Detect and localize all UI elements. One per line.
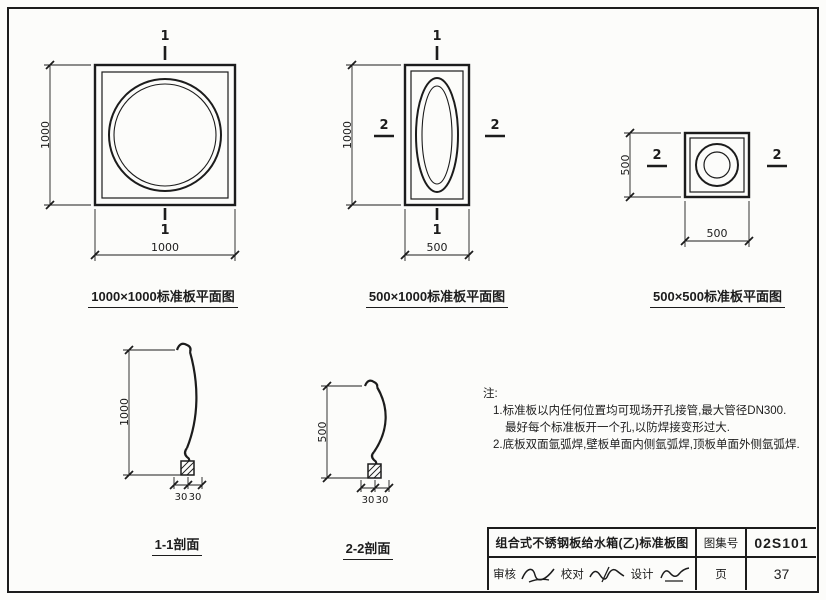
dimension-bottom-lines bbox=[360, 480, 390, 492]
dimension-bottom-lines bbox=[94, 209, 236, 261]
dim-bottom-text: 1000 bbox=[151, 241, 179, 254]
panel-dome-inner bbox=[421, 85, 453, 185]
panel-outer-edge bbox=[403, 63, 471, 207]
profile-top-curl bbox=[363, 379, 379, 388]
panel-dome-outer bbox=[108, 78, 222, 192]
panel-dome-outer bbox=[695, 143, 739, 187]
title-block-divider bbox=[745, 527, 747, 590]
note-item-continued: 最好每个标准板开一个孔,以防焊接变形过大. bbox=[505, 422, 730, 434]
dimension-bottom-lines bbox=[404, 209, 470, 261]
panel-dome-inner bbox=[113, 83, 217, 187]
dimension-ticks bbox=[322, 381, 332, 483]
sheet-border-frame bbox=[7, 7, 819, 593]
section-2-2-drawing: 500 30 30 bbox=[316, 379, 394, 506]
dim-bottom-text: 500 bbox=[427, 241, 448, 254]
plan1-caption: 1000×1000标准板平面图 bbox=[63, 286, 263, 308]
design-label: 设计 bbox=[630, 569, 654, 581]
approval-row: 审核 校对 设计 bbox=[489, 558, 695, 590]
dim-bottom-text: 500 bbox=[707, 227, 728, 240]
panel-outer-edge bbox=[93, 63, 237, 207]
atlas-number-label: 图集号 bbox=[703, 537, 739, 550]
panel-dome-inner bbox=[703, 151, 731, 179]
profile-top-curl bbox=[175, 342, 192, 353]
review-label: 审核 bbox=[493, 569, 516, 581]
dimension-ticks bbox=[356, 483, 394, 493]
dimension-ticks bbox=[347, 60, 357, 210]
panel-inner-rib bbox=[410, 70, 464, 200]
dimension-ticks bbox=[169, 480, 207, 490]
dimension-ticks bbox=[400, 250, 474, 260]
page-label: 页 bbox=[715, 569, 727, 581]
check-signature bbox=[589, 566, 625, 583]
section-mark-left-label: 2 bbox=[652, 148, 661, 163]
dimension-ticks bbox=[45, 60, 55, 210]
profile-bottom-curl bbox=[183, 447, 191, 462]
dimension-ticks bbox=[124, 345, 134, 480]
dim-flange-text: 30 bbox=[362, 495, 375, 506]
page-number: 37 bbox=[773, 566, 790, 582]
check-label: 校对 bbox=[560, 569, 584, 581]
dim-left-text: 500 bbox=[316, 422, 329, 443]
dimension-left-lines bbox=[123, 349, 181, 476]
panel-dome-outer bbox=[415, 77, 459, 193]
dimension-ticks bbox=[625, 128, 635, 202]
title-block-left-border bbox=[487, 527, 489, 590]
dim-flange-text: 30 bbox=[376, 495, 389, 506]
flange-hatch bbox=[180, 460, 195, 476]
panel-inner-rib bbox=[101, 71, 229, 199]
dimension-left-lines bbox=[346, 64, 401, 206]
section-mark-right-label: 2 bbox=[772, 148, 781, 163]
section2-caption: 2-2剖面 bbox=[308, 538, 428, 560]
title-block-top-border bbox=[487, 527, 816, 529]
flange-hatch bbox=[367, 463, 382, 479]
dim-left-text: 1000 bbox=[39, 121, 52, 149]
review-signature bbox=[521, 568, 555, 583]
atlas-number-value: 02S101 bbox=[754, 534, 809, 551]
plan-1000x1000-drawing: 1 1 1000 1000 bbox=[39, 29, 240, 261]
dimension-left-lines bbox=[44, 64, 91, 206]
dimension-bottom-lines bbox=[684, 201, 750, 247]
plan2-caption: 500×1000标准板平面图 bbox=[337, 286, 537, 308]
plan3-caption: 500×500标准板平面图 bbox=[610, 286, 825, 308]
plan-500x500-drawing: 2 2 500 500 bbox=[619, 128, 787, 247]
profile-wall bbox=[373, 386, 387, 453]
section-mark-right-label: 2 bbox=[490, 118, 499, 133]
dim-left-text: 1000 bbox=[341, 121, 354, 149]
plan-500x1000-drawing: 1 1 2 2 1000 500 bbox=[341, 29, 505, 261]
dimension-ticks bbox=[90, 250, 240, 260]
panel-inner-rib bbox=[689, 137, 745, 193]
panel-outer-edge bbox=[683, 131, 751, 199]
section-mark-top-label: 1 bbox=[160, 29, 169, 44]
dim-flange-text: 30 bbox=[175, 492, 188, 503]
notes-title: 注: bbox=[483, 388, 498, 400]
title-block-divider bbox=[695, 527, 697, 590]
dim-left-text: 1000 bbox=[118, 398, 131, 426]
dim-left-text: 500 bbox=[619, 155, 632, 176]
title-block: 组合式不锈钢板给水箱(乙)标准板图 图集号 02S101 审核 校对 设计 页 … bbox=[487, 527, 816, 590]
profile-wall bbox=[185, 351, 198, 449]
section-mark-top-label: 1 bbox=[432, 29, 441, 44]
section-mark-bottom-label: 1 bbox=[160, 223, 169, 238]
dimension-bottom-lines bbox=[173, 477, 203, 489]
drawing-title: 组合式不锈钢板给水箱(乙)标准板图 bbox=[495, 536, 689, 550]
section-mark-left-label: 2 bbox=[379, 118, 388, 133]
section-mark-bottom-label: 1 bbox=[432, 223, 441, 238]
section-1-1-drawing: 1000 30 30 bbox=[118, 342, 207, 503]
dimension-ticks bbox=[680, 236, 754, 246]
profile-bottom-curl bbox=[370, 451, 378, 465]
notes-block: 注: 1.标准板以内任何位置均可现场开孔接管,最大管径DN300. 最好每个标准… bbox=[483, 386, 800, 454]
title-block-divider bbox=[487, 556, 816, 558]
dimension-left-lines bbox=[624, 132, 681, 198]
design-signature bbox=[660, 567, 690, 582]
dim-flange-text: 30 bbox=[189, 492, 202, 503]
note-item: 1.标准板以内任何位置均可现场开孔接管,最大管径DN300. bbox=[493, 405, 787, 417]
note-item: 2.底板双面氩弧焊,壁板单面内侧氩弧焊,顶板单面外侧氩弧焊. bbox=[493, 439, 800, 451]
section1-caption: 1-1剖面 bbox=[117, 534, 237, 556]
